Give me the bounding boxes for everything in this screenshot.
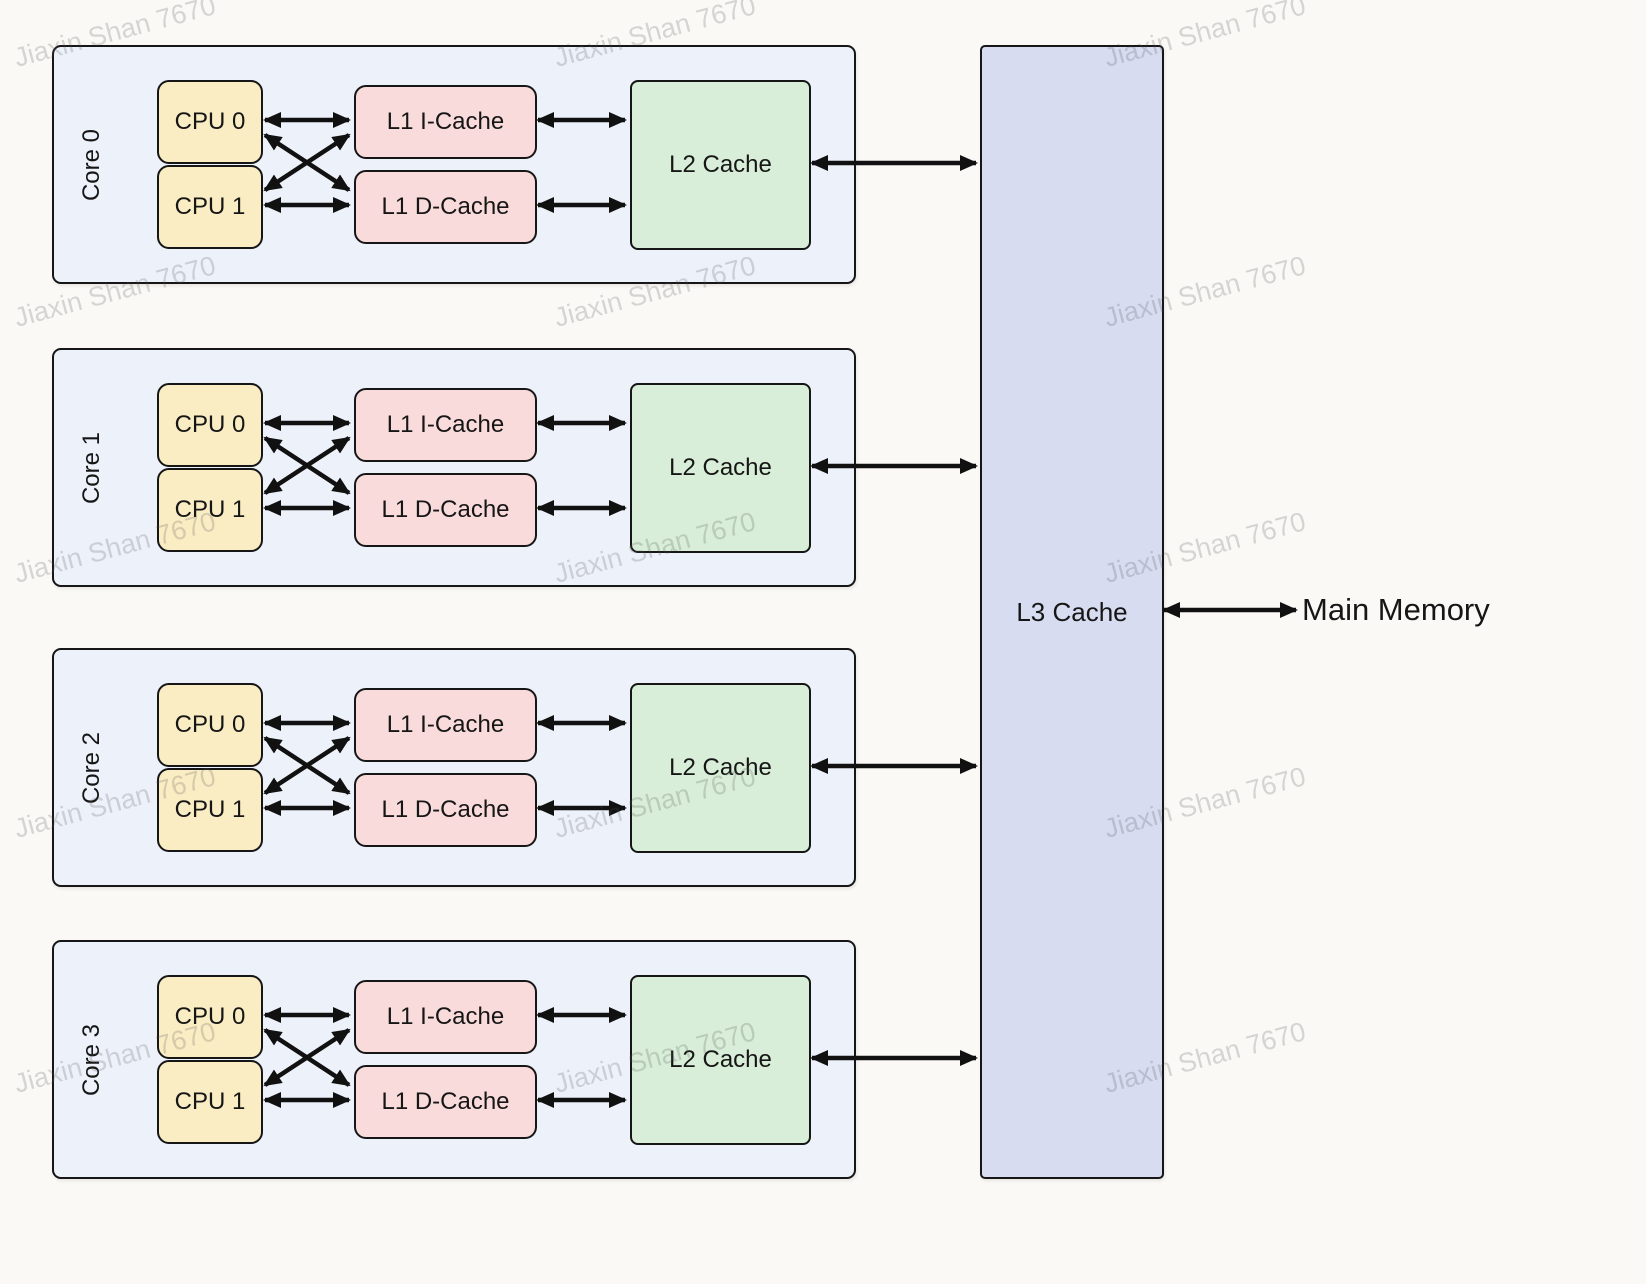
- core-0-l1-dcache-box: L1 D-Cache: [354, 170, 537, 244]
- core-2-l1-icache-box: L1 I-Cache: [354, 688, 537, 762]
- core-3-l1-icache-box: L1 I-Cache: [354, 980, 537, 1054]
- core-1-l1-dcache-box: L1 D-Cache: [354, 473, 537, 547]
- core-3-label: Core 3: [78, 1023, 105, 1096]
- core-0-block: Core 0 CPU 0 CPU 1 L1 I-Cache L1 D-Cache…: [52, 45, 856, 284]
- core-3-cpu-1-box: CPU 1: [157, 1060, 263, 1144]
- core-2-cpu-1-box: CPU 1: [157, 768, 263, 852]
- core-2-cpu-0-box: CPU 0: [157, 683, 263, 767]
- core-0-l2-cache-box: L2 Cache: [630, 80, 811, 250]
- core-2-l1-dcache-box: L1 D-Cache: [354, 773, 537, 847]
- core-0-cpu-0-box: CPU 0: [157, 80, 263, 164]
- core-0-cpu-1-box: CPU 1: [157, 165, 263, 249]
- core-1-l2-cache-box: L2 Cache: [630, 383, 811, 553]
- core-0-label: Core 0: [78, 128, 105, 201]
- core-3-cpu-0-box: CPU 0: [157, 975, 263, 1059]
- core-1-block: Core 1 CPU 0 CPU 1 L1 I-Cache L1 D-Cache…: [52, 348, 856, 587]
- core-1-cpu-1-box: CPU 1: [157, 468, 263, 552]
- l3-cache-box: L3 Cache: [980, 45, 1164, 1179]
- core-1-l1-icache-box: L1 I-Cache: [354, 388, 537, 462]
- core-1-label: Core 1: [78, 431, 105, 504]
- core-3-l2-cache-box: L2 Cache: [630, 975, 811, 1145]
- core-2-l2-cache-box: L2 Cache: [630, 683, 811, 853]
- core-3-l1-dcache-box: L1 D-Cache: [354, 1065, 537, 1139]
- l3-cache-label: L3 Cache: [1016, 596, 1128, 627]
- core-2-block: Core 2 CPU 0 CPU 1 L1 I-Cache L1 D-Cache…: [52, 648, 856, 887]
- core-3-block: Core 3 CPU 0 CPU 1 L1 I-Cache L1 D-Cache…: [52, 940, 856, 1179]
- core-2-label: Core 2: [78, 731, 105, 804]
- core-1-cpu-0-box: CPU 0: [157, 383, 263, 467]
- core-0-l1-icache-box: L1 I-Cache: [354, 85, 537, 159]
- main-memory-label: Main Memory: [1302, 592, 1490, 627]
